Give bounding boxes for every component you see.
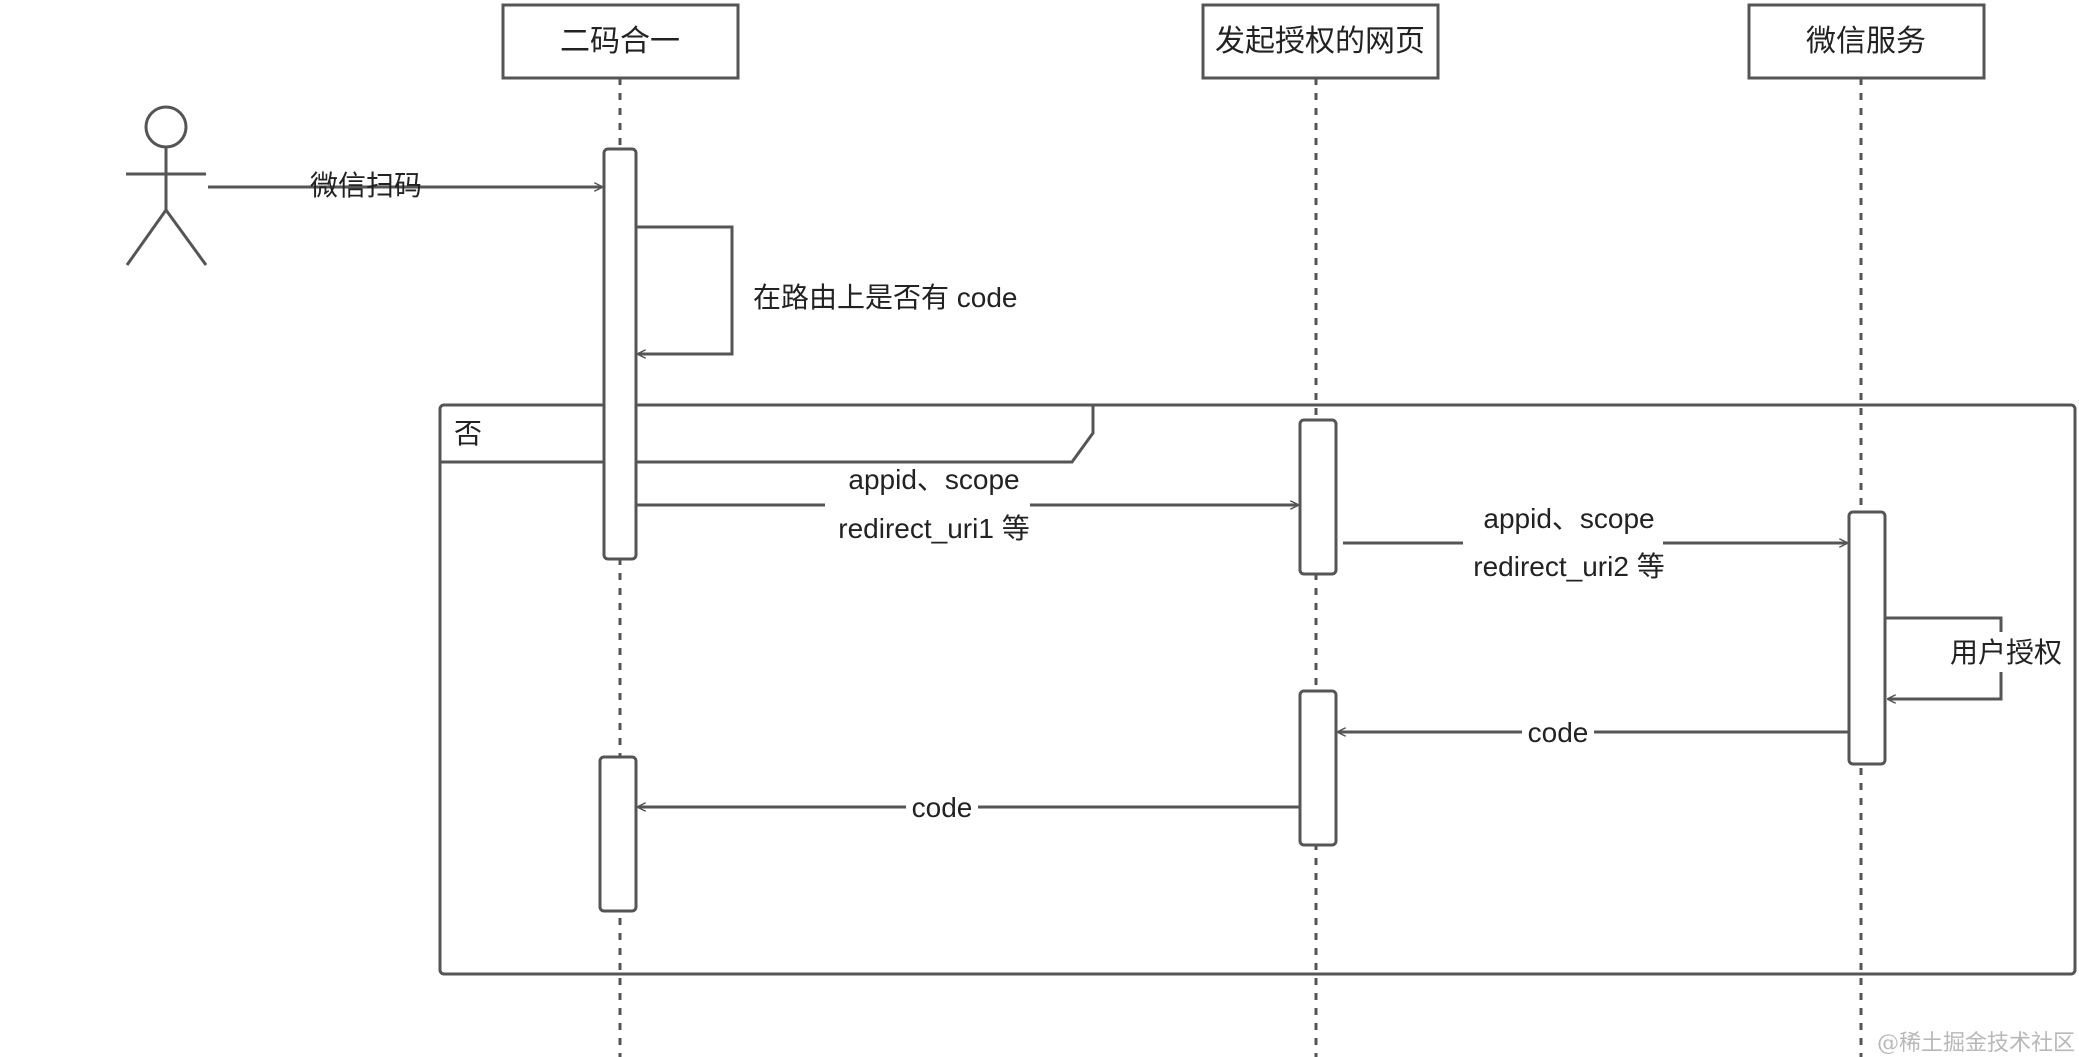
message-code-return-1: code [1338,716,1849,748]
participant-p1: 二码合一 [501,3,740,80]
message-code-return-2-label: code [912,792,973,823]
participant-p2: 发起授权的网页 [1201,3,1440,80]
participant-p1-label: 二码合一 [560,25,680,58]
message-check-code-label: 在路由上是否有 code [753,282,1018,313]
message-code-return-1-label: code [1528,717,1589,748]
participant-p3-label: 微信服务 [1806,25,1926,58]
watermark: @稀土掘金技术社区 [1877,1031,2075,1056]
message-request-1-line2: redirect_uri1 等 [838,513,1029,544]
activation-p1-main [602,147,638,561]
fragment-label: 否 [454,418,482,449]
message-request-1-line1: appid、scope [848,464,1019,495]
participant-p2-label: 发起授权的网页 [1215,25,1425,58]
actor-user [125,105,208,266]
message-request-2: appid、scope redirect_uri2 等 [1343,503,1847,582]
fragment-frame: 否 [438,403,2077,976]
message-user-auth-label: 用户授权 [1950,637,2062,668]
message-request-2-line1: appid、scope [1483,503,1654,534]
message-check-code: 在路由上是否有 code [636,225,1018,354]
message-code-return-2: code [638,791,1300,823]
message-scan-label: 微信扫码 [310,170,422,201]
message-user-auth: 用户授权 [1885,616,2062,699]
activation-p3 [1847,510,1887,766]
actor-head [144,105,188,149]
activation-p2-request [1298,418,1338,576]
activation-p2-return [1298,689,1338,847]
message-request-1: appid、scope redirect_uri1 等 [636,464,1298,544]
message-request-2-line2: redirect_uri2 等 [1473,551,1664,582]
participant-p3: 微信服务 [1747,3,1986,80]
message-scan: 微信扫码 [208,170,602,201]
activation-p1-return [598,755,638,913]
